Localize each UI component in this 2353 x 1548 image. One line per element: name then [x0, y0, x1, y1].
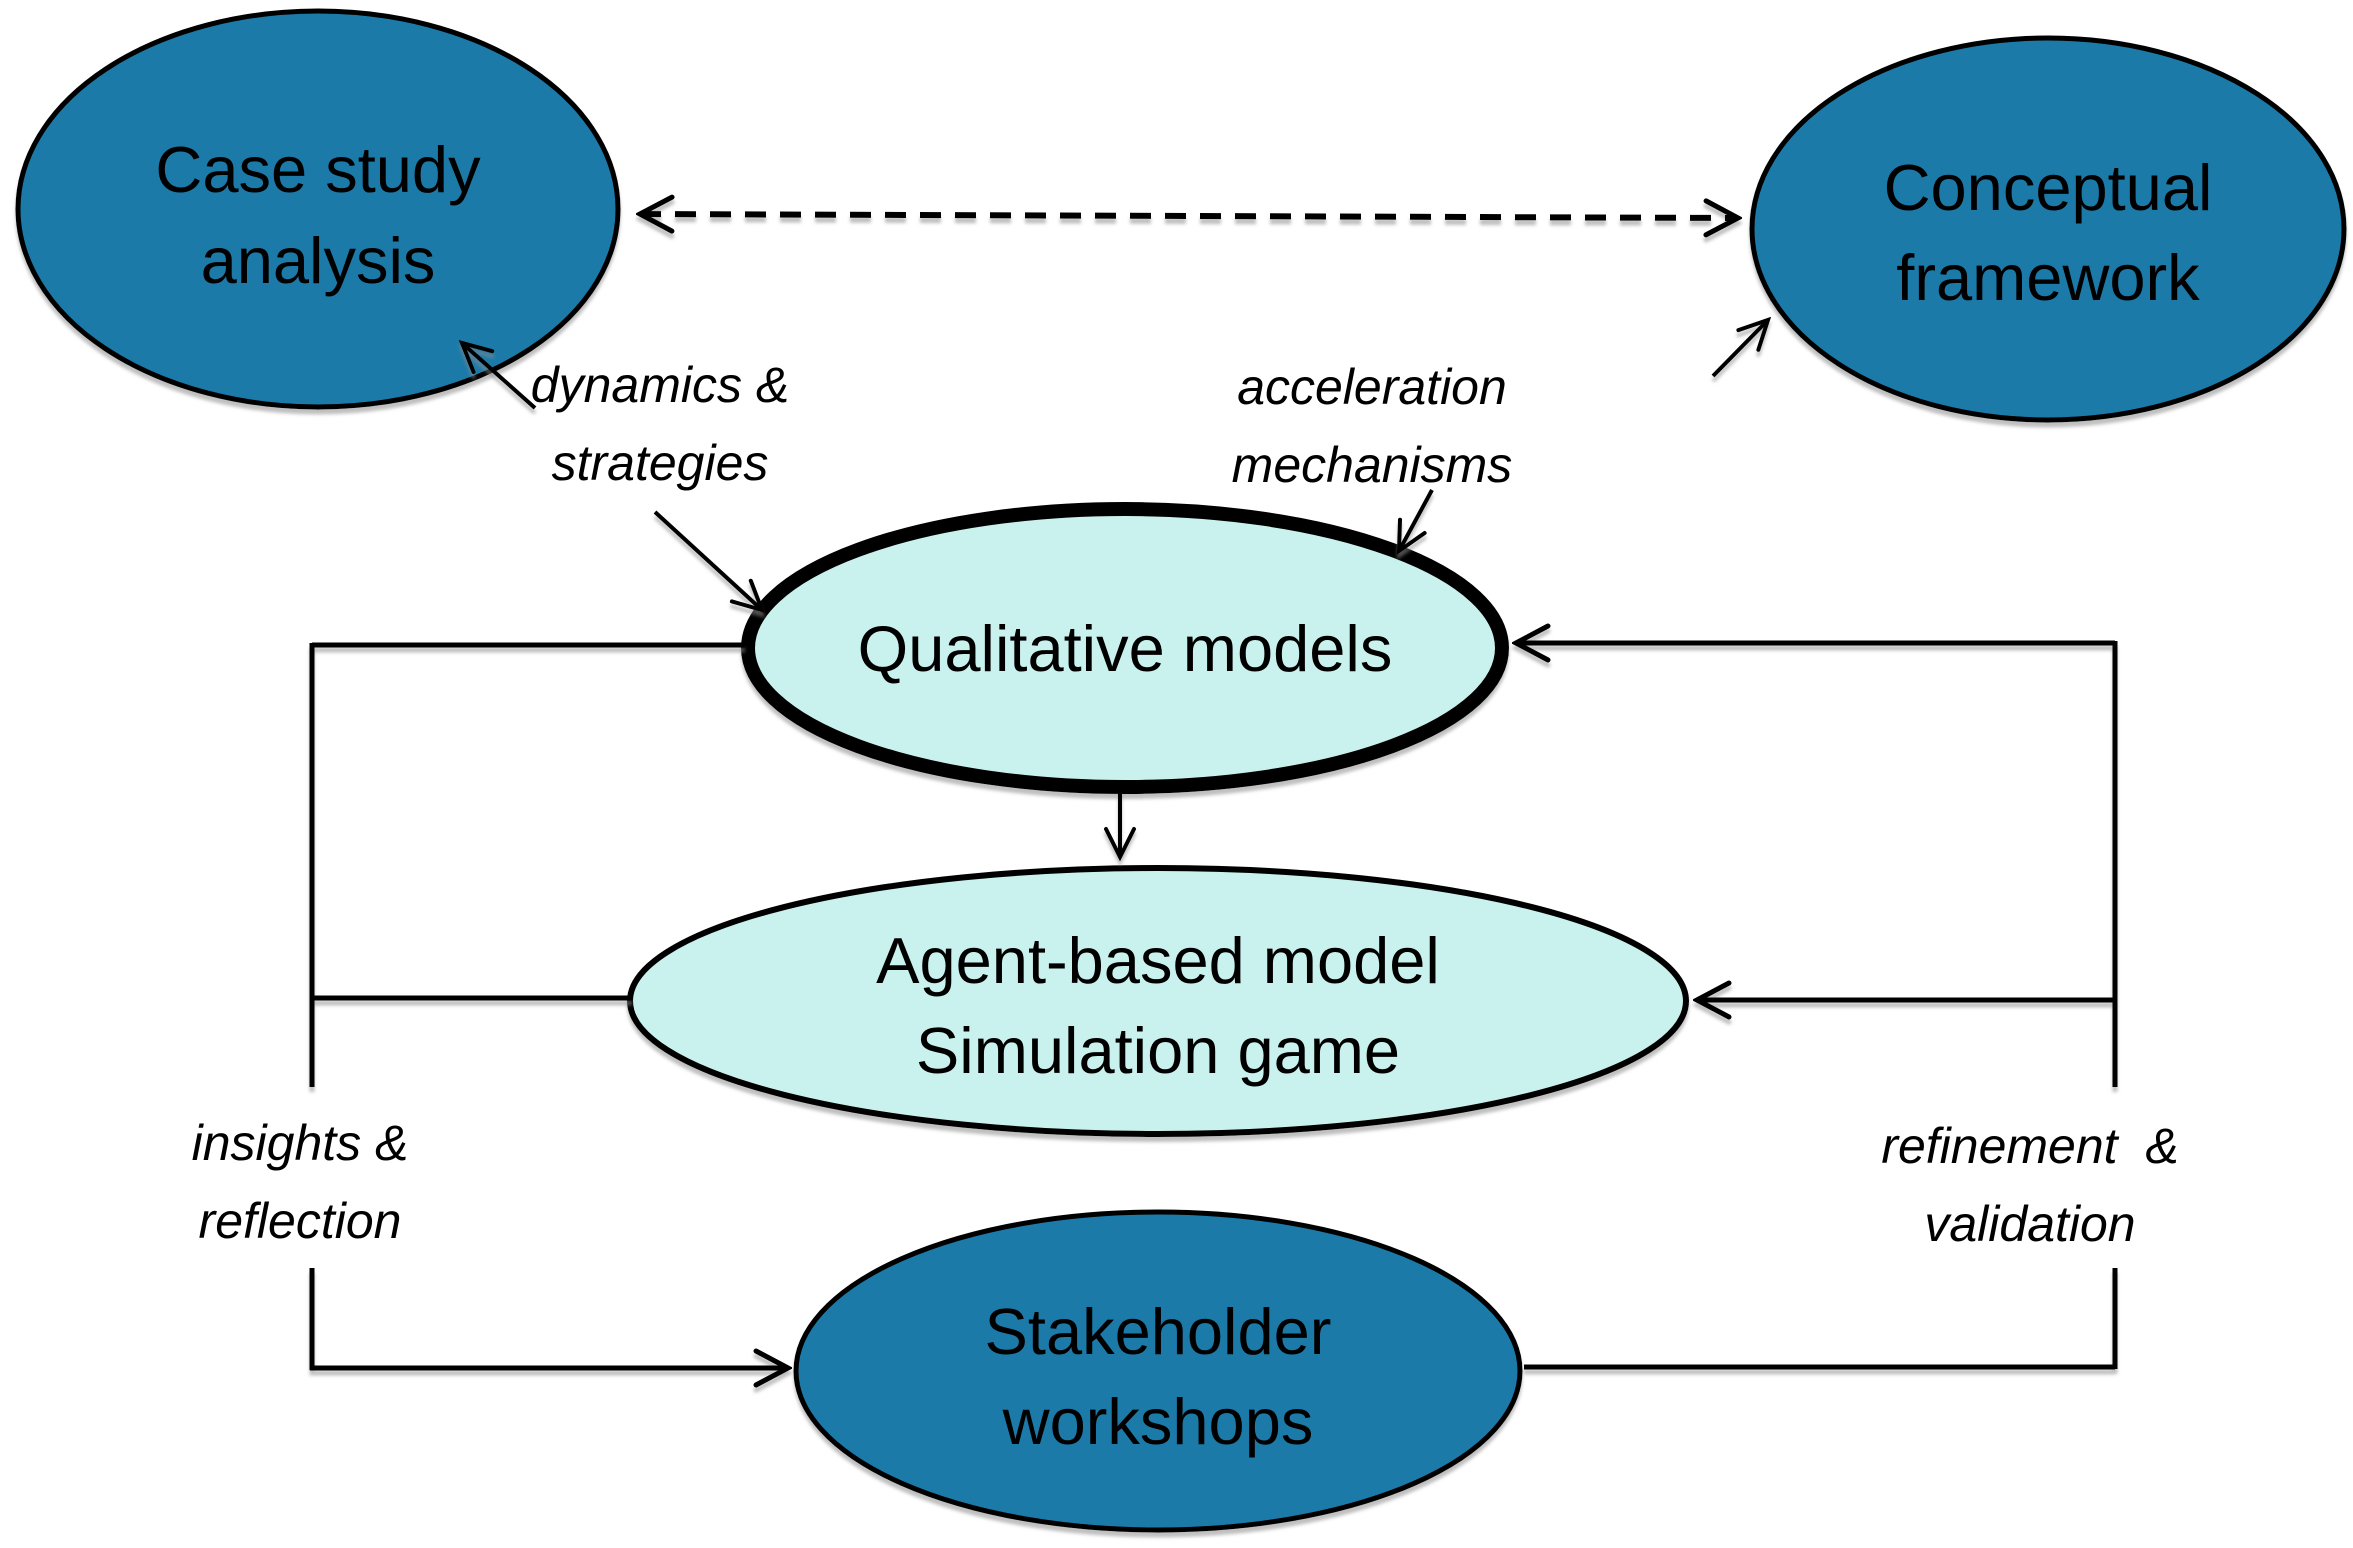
- arrow-acceleration-to-qualitative: [1399, 489, 1434, 551]
- label-insights-line1: insights &: [192, 1115, 409, 1171]
- edge-labels: dynamics & strategies acceleration mecha…: [192, 357, 2179, 1252]
- stakeholder-workshops-ellipse: [793, 1209, 1523, 1533]
- stakeholder-workshops-label-line2: workshops: [1002, 1385, 1314, 1458]
- label-acceleration-line1: acceleration: [1237, 359, 1507, 415]
- agent-based-model-label-line1: Agent-based model: [876, 924, 1440, 997]
- arrow-acceleration-to-conceptual: [1711, 320, 1768, 378]
- qualitative-models-label: Qualitative models: [858, 612, 1393, 685]
- node-conceptual-framework: Conceptual framework: [1749, 35, 2347, 423]
- label-acceleration-line2: mechanisms: [1232, 437, 1513, 493]
- arrow-dynamics-to-case-study: [462, 343, 537, 410]
- label-refinement-line1: refinement &: [1881, 1118, 2178, 1174]
- arrow-dynamics-to-qualitative: [653, 510, 762, 610]
- stakeholder-workshops-label-line1: Stakeholder: [985, 1295, 1332, 1368]
- label-refinement-line2: validation: [1924, 1196, 2135, 1252]
- case-study-label-line2: analysis: [201, 224, 436, 297]
- node-stakeholder-workshops: Stakeholder workshops: [793, 1209, 1523, 1533]
- node-qualitative-models: Qualitative models: [741, 502, 1509, 794]
- case-study-label-line1: Case study: [155, 133, 481, 206]
- conceptual-framework-label-line2: framework: [1896, 241, 2200, 314]
- node-agent-based-model: Agent-based model Simulation game: [627, 865, 1689, 1137]
- node-case-study-analysis: Case study analysis: [15, 8, 621, 410]
- conceptual-framework-label-line1: Conceptual: [1884, 151, 2213, 224]
- conceptual-framework-ellipse: [1749, 35, 2347, 423]
- qualitative-models-ellipse: [741, 502, 1509, 794]
- case-study-ellipse: [15, 8, 621, 410]
- edge-case-conceptual-dashed-arrow: [640, 214, 1738, 218]
- agent-based-model-label-line2: Simulation game: [916, 1014, 1400, 1087]
- label-insights-line2: reflection: [199, 1193, 402, 1249]
- agent-based-model-ellipse: [627, 865, 1689, 1137]
- label-dynamics-line1: dynamics &: [531, 357, 789, 413]
- label-dynamics-line2: strategies: [552, 435, 769, 491]
